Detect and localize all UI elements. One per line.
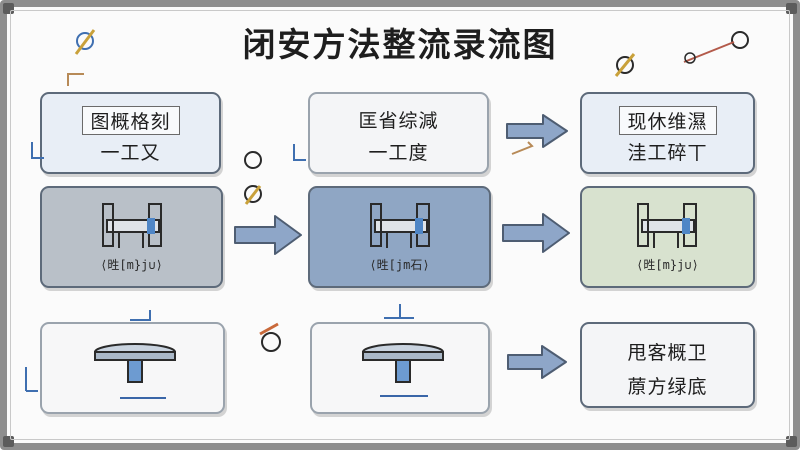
disc-stand-icon	[94, 343, 176, 399]
bracket-doodle-icon	[25, 367, 38, 392]
bracket-doodle-icon	[130, 310, 151, 321]
board-corner	[3, 436, 14, 447]
board-corner	[786, 3, 797, 14]
step-heading: 现休维濕	[618, 106, 717, 135]
result-line-1: 甩客概卫	[627, 342, 708, 364]
gear-doodle-icon	[614, 53, 636, 77]
step-subheading: 一工度	[368, 142, 429, 164]
result-line-2: 蒝方绿底	[627, 376, 708, 398]
pencil-doodle-icon	[683, 31, 749, 64]
board-corner	[786, 436, 797, 447]
board-corner	[3, 3, 14, 14]
bracket-doodle-icon	[511, 141, 534, 155]
gear-doodle-icon	[74, 29, 96, 55]
process-caption: ⟨甠[jm石⟩	[369, 258, 430, 272]
disc-stand-icon	[362, 343, 444, 397]
bracket-doodle-icon	[67, 73, 84, 86]
apparatus-card-2	[310, 322, 490, 414]
process-caption: ⟨甠[m}j∪⟩	[636, 258, 699, 272]
process-card-1: ⟨甠[m}j∪⟩	[40, 186, 223, 288]
step-card-3: 现休维濕 洼工碎丅	[580, 92, 755, 174]
step-subheading: 一工又	[100, 142, 161, 164]
process-caption: ⟨甠[m}j∪⟩	[100, 258, 163, 272]
process-card-3: ⟨甠[m}j∪⟩	[580, 186, 755, 288]
result-card: 甩客概卫 蒝方绿底	[580, 322, 755, 408]
arrow-right-icon	[507, 345, 567, 379]
step-heading: 图概格刻	[81, 106, 180, 135]
step-card-1: 图概格刻 一工又	[40, 92, 221, 174]
step-subheading: 洼工碎丅	[627, 142, 708, 164]
step-card-2: 匡省综減 一工度	[308, 92, 489, 174]
workbench-figure-icon	[370, 203, 430, 248]
bracket-doodle-icon	[384, 304, 414, 319]
apparatus-card-1	[40, 322, 225, 414]
bracket-doodle-icon	[31, 142, 44, 159]
gear-doodle-icon	[244, 151, 262, 205]
workbench-figure-icon	[637, 203, 697, 248]
arrow-right-icon	[506, 114, 568, 148]
process-card-2: ⟨甠[jm石⟩	[308, 186, 491, 288]
workbench-figure-icon	[102, 203, 162, 248]
bracket-doodle-icon	[293, 144, 306, 161]
gear-doodle-icon	[259, 322, 281, 352]
step-heading: 匡省综減	[358, 110, 439, 132]
arrow-right-icon	[502, 213, 570, 253]
arrow-right-icon	[234, 215, 302, 255]
diagram-title: 闭安方法整流录流图	[242, 25, 558, 64]
